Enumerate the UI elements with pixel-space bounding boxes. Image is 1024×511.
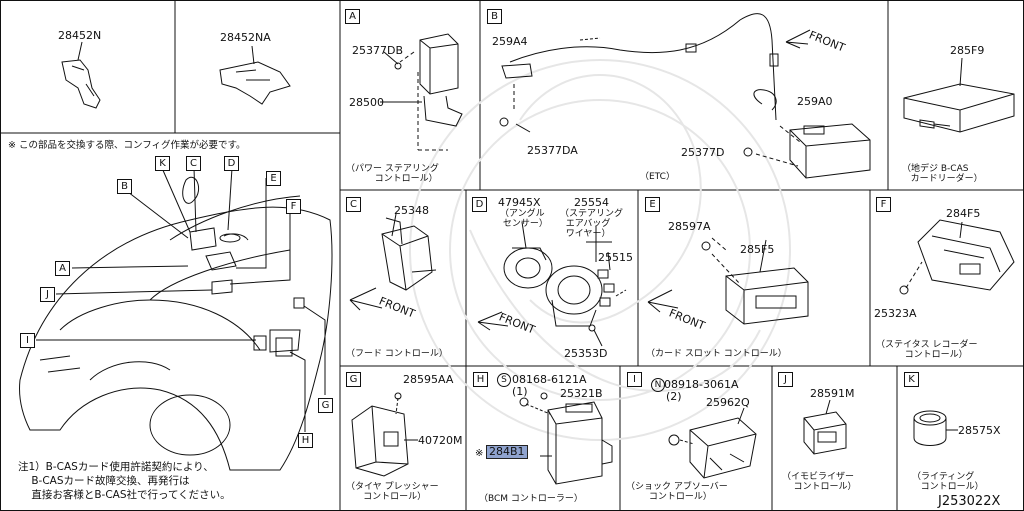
callout-f: F bbox=[286, 199, 301, 214]
lighting-control-unit bbox=[913, 410, 947, 426]
circle-n-icon: N bbox=[651, 378, 665, 392]
shock-absorber-control-unit bbox=[689, 417, 757, 479]
callout-j: J bbox=[40, 287, 55, 302]
part-28591m: 28591M bbox=[810, 387, 855, 400]
callout-h: H bbox=[298, 433, 313, 448]
caption-bcas-reader: （地デジ B-CAS カードリーダー） bbox=[902, 164, 983, 184]
part-284b1-highlight: 284B1 bbox=[486, 445, 528, 459]
caption-power-steering: （パワー ステアリング コントロール） bbox=[346, 164, 439, 184]
caption-card-slot: （カード スロット コントロール） bbox=[646, 349, 787, 359]
part-25348: 25348 bbox=[394, 204, 429, 217]
callout-k: K bbox=[155, 156, 170, 171]
part-25377d: 25377D bbox=[681, 146, 725, 159]
caption-etc: （ETC） bbox=[640, 172, 675, 182]
part-28575x: 28575X bbox=[958, 424, 1001, 437]
circle-s-icon: S bbox=[497, 373, 511, 387]
part-25515: 25515 bbox=[598, 251, 633, 264]
caption-hood-control: （フード コントロール） bbox=[346, 349, 448, 359]
etc-cable bbox=[509, 13, 777, 121]
part-08168-6121a: 08168-6121A bbox=[512, 373, 587, 386]
caption-immobilizer: （イモビライザー コントロール） bbox=[782, 472, 857, 492]
panel-key-d: D bbox=[472, 197, 487, 212]
caption-status-recorder: （ステイタス レコーダー コントロール） bbox=[876, 340, 978, 360]
part-28452na: 28452NA bbox=[220, 31, 271, 44]
watermark-logo bbox=[409, 59, 791, 441]
panel-key-j: J bbox=[778, 372, 793, 387]
part-47945x: 47945X bbox=[498, 196, 541, 209]
part-259a0: 259A0 bbox=[797, 95, 833, 108]
part-285f9: 285F9 bbox=[950, 44, 985, 57]
asterisk-mark: ※ bbox=[475, 448, 484, 459]
panel-key-a: A bbox=[345, 9, 360, 24]
front-arrow-b bbox=[785, 29, 811, 49]
panel-key-e: E bbox=[645, 197, 660, 212]
tire-pressure-control-unit bbox=[351, 405, 409, 477]
etc-unit bbox=[789, 123, 871, 179]
power-steering-control-unit bbox=[419, 33, 459, 95]
sub-airbag-wire: （ステアリング エアバッグ ワイヤー） bbox=[560, 209, 624, 239]
callout-b: B bbox=[117, 179, 132, 194]
angle-sensor bbox=[503, 247, 553, 289]
caption-lighting: （ライティング コントロール） bbox=[912, 472, 984, 492]
part-28595aa: 28595AA bbox=[403, 373, 454, 386]
part-25962q: 25962Q bbox=[706, 396, 750, 409]
part-28597a: 28597A bbox=[668, 220, 711, 233]
part-25323a: 25323A bbox=[874, 307, 917, 320]
part-284f5: 284F5 bbox=[946, 207, 981, 220]
part-28452n: 28452N bbox=[58, 29, 102, 42]
sub-angle-sensor: （アングル センサー） bbox=[500, 209, 548, 229]
callout-a: A bbox=[55, 261, 70, 276]
panel-key-i: I bbox=[627, 372, 642, 387]
status-recorder-control-unit bbox=[917, 219, 1015, 291]
front-arrow-c bbox=[349, 287, 383, 311]
hood-control-unit bbox=[381, 225, 433, 291]
panel-key-c: C bbox=[346, 197, 361, 212]
steering-airbag-wire bbox=[545, 265, 603, 315]
part-285f5: 285F5 bbox=[740, 243, 775, 256]
callout-c: C bbox=[186, 156, 201, 171]
panel-key-b: B bbox=[487, 9, 502, 24]
part-08918-3061a: 08918-3061A bbox=[664, 378, 739, 391]
panel-key-g: G bbox=[346, 372, 361, 387]
part-25353d: 25353D bbox=[564, 347, 608, 360]
card-slot-control-unit bbox=[725, 267, 809, 325]
bcas-footnote: 注1）B-CASカード使用許諾契約により、 B-CASカード故障交換、再発行は … bbox=[18, 461, 231, 501]
front-arrow-d bbox=[477, 311, 509, 331]
part-qty-2: (2) bbox=[666, 390, 682, 403]
caption-tire-pressure: （タイヤ プレッシャー コントロール） bbox=[346, 482, 439, 502]
panel-key-h: H bbox=[473, 372, 488, 387]
bracket-28452n bbox=[61, 59, 101, 109]
part-25377db: 25377DB bbox=[352, 44, 404, 57]
hood-control-sketch bbox=[182, 177, 199, 204]
front-arrow-e bbox=[647, 289, 679, 313]
part-25554: 25554 bbox=[574, 196, 609, 209]
drawing-id: J253022X bbox=[938, 494, 1001, 509]
part-259a4: 259A4 bbox=[492, 35, 528, 48]
part-qty-1: (1) bbox=[512, 385, 528, 398]
bracket-28452na bbox=[219, 61, 291, 105]
caption-bcm: （BCM コントローラー） bbox=[479, 494, 583, 504]
caption-shock-absorber: （ショック アブソーバー コントロール） bbox=[626, 482, 728, 502]
callout-i: I bbox=[20, 333, 35, 348]
immobilizer-control-unit bbox=[803, 411, 847, 455]
bcm-controller bbox=[547, 401, 603, 485]
callout-d: D bbox=[224, 156, 239, 171]
callout-e: E bbox=[266, 171, 281, 186]
config-notice: ※ この部品を交換する際、コンフィグ作業が必要です。 bbox=[8, 140, 246, 151]
panel-key-f: F bbox=[876, 197, 891, 212]
part-40720m: 40720M bbox=[418, 434, 463, 447]
part-28500: 28500 bbox=[349, 96, 384, 109]
part-25321b: 25321B bbox=[560, 387, 603, 400]
panel-key-k: K bbox=[904, 372, 919, 387]
callout-g: G bbox=[318, 398, 333, 413]
car-body-outline bbox=[19, 206, 333, 471]
part-25377da: 25377DA bbox=[527, 144, 578, 157]
